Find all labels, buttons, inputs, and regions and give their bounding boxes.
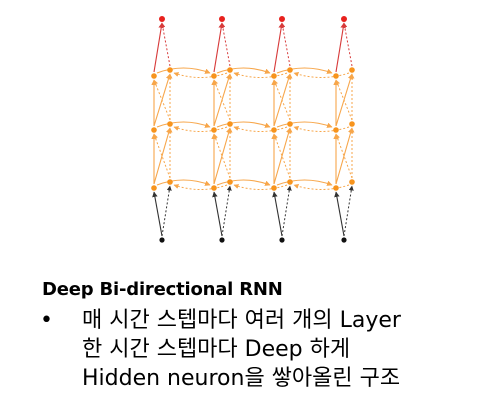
hidden-node-backward (227, 179, 233, 185)
forward-recurrent-edge (156, 179, 211, 186)
layer-edge (153, 79, 171, 121)
hidden-node-backward (167, 121, 173, 127)
input-edge (281, 185, 292, 237)
forward-recurrent-edge (216, 121, 271, 128)
input-edge (272, 191, 283, 237)
backward-recurrent-edge (293, 184, 350, 190)
layer-edge (335, 127, 354, 185)
forward-recurrent-edge (276, 121, 333, 128)
hidden-node-forward (333, 185, 339, 191)
diagram-edges (151, 22, 355, 237)
forward-recurrent-edge (276, 179, 333, 186)
layer-edge (213, 127, 232, 185)
input-node (341, 237, 347, 243)
hidden-node-forward (333, 73, 339, 79)
layer-edge (335, 79, 353, 121)
hidden-node-forward (151, 127, 157, 133)
forward-recurrent-edge (216, 179, 271, 186)
backward-recurrent-edge (173, 126, 228, 132)
hidden-node-backward (167, 67, 173, 73)
hidden-node-forward (271, 127, 277, 133)
output-edge (280, 22, 291, 67)
hidden-node-backward (227, 67, 233, 73)
bullet-marker: • (40, 308, 53, 333)
backward-recurrent-edge (173, 184, 228, 190)
input-edge (152, 191, 163, 237)
hidden-node-backward (167, 179, 173, 185)
bullet-line-1: 매 시간 스텝마다 여러 개의 Layer (82, 308, 401, 333)
hidden-node-backward (349, 121, 355, 127)
input-node (159, 237, 165, 243)
bullet-text: 매 시간 스텝마다 여러 개의 Layer 한 시간 스텝마다 Deep 하게 … (82, 306, 401, 393)
input-node (219, 237, 225, 243)
output-edge (342, 22, 353, 67)
deep-birnn-diagram (151, 16, 355, 243)
hidden-node-forward (211, 185, 217, 191)
input-edge (161, 185, 172, 237)
input-node (279, 237, 285, 243)
input-edge (334, 191, 345, 237)
output-node (159, 16, 165, 22)
forward-recurrent-edge (276, 67, 333, 74)
bullet-line-3: Hidden neuron을 쌓아올린 구조 (82, 366, 401, 391)
hidden-node-forward (211, 73, 217, 79)
input-edge (343, 185, 354, 237)
input-edge (221, 185, 232, 237)
forward-recurrent-edge (156, 121, 211, 128)
layer-edge (213, 79, 231, 121)
output-node (219, 16, 225, 22)
layer-edge (153, 127, 172, 185)
hidden-node-backward (227, 121, 233, 127)
hidden-node-backward (349, 67, 355, 73)
output-edge (160, 22, 171, 67)
hidden-node-backward (287, 67, 293, 73)
backward-recurrent-edge (233, 72, 288, 78)
bullet-line-2: 한 시간 스텝마다 Deep 하게 (82, 337, 351, 362)
hidden-node-forward (211, 127, 217, 133)
output-edge (335, 22, 346, 73)
backward-recurrent-edge (233, 126, 288, 132)
hidden-node-forward (271, 73, 277, 79)
output-edge (153, 22, 164, 73)
layer-edge (273, 79, 291, 121)
backward-recurrent-edge (293, 72, 350, 78)
backward-recurrent-edge (233, 184, 288, 190)
hidden-node-forward (151, 73, 157, 79)
output-node (279, 16, 285, 22)
hidden-node-backward (349, 179, 355, 185)
hidden-node-backward (287, 121, 293, 127)
output-edge (220, 22, 231, 67)
hidden-node-backward (287, 179, 293, 185)
layer-edge (273, 127, 292, 185)
hidden-node-forward (271, 185, 277, 191)
output-node (341, 16, 347, 22)
diagram-nodes (151, 16, 355, 243)
output-edge (213, 22, 224, 73)
backward-recurrent-edge (173, 72, 228, 78)
forward-recurrent-edge (156, 67, 211, 74)
input-edge (212, 191, 223, 237)
forward-recurrent-edge (216, 67, 271, 74)
output-edge (273, 22, 284, 73)
backward-recurrent-edge (293, 126, 350, 132)
hidden-node-forward (151, 185, 157, 191)
hidden-node-forward (333, 127, 339, 133)
diagram-caption: Deep Bi-directional RNN (42, 279, 283, 300)
